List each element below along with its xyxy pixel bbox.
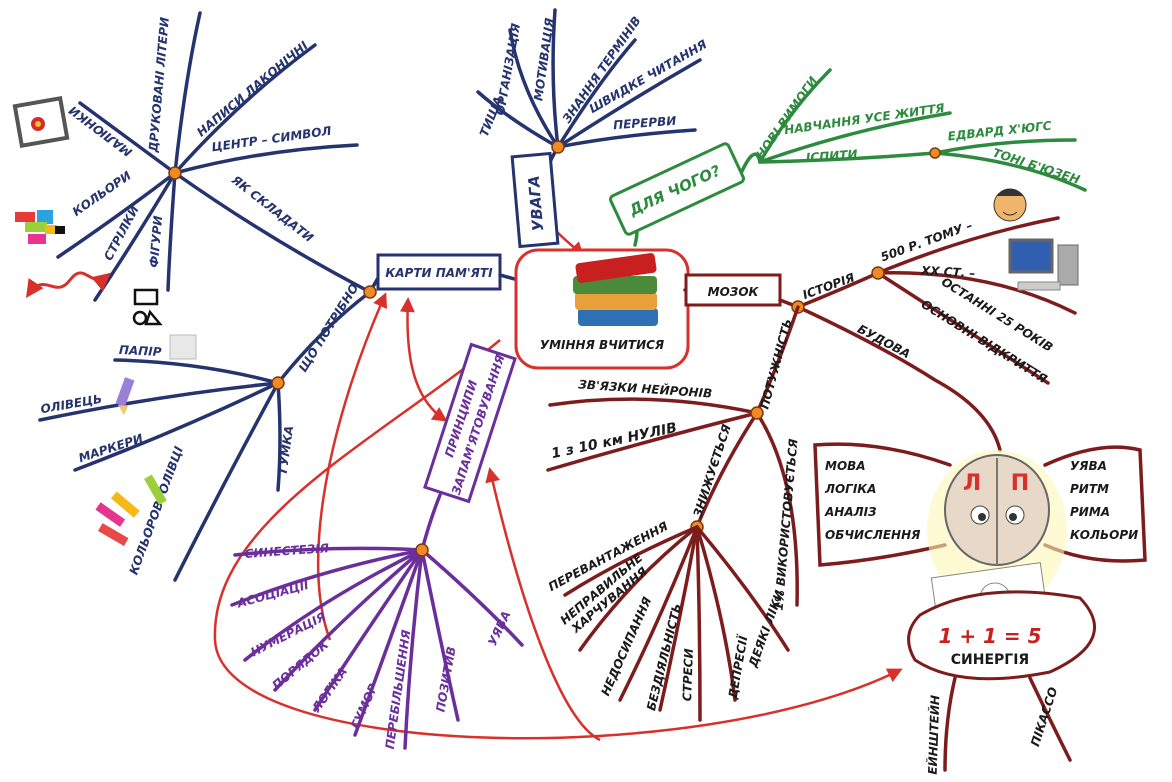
label-imagination-principle: УЯВА — [485, 609, 513, 648]
label-synergy: СИНЕРГІЯ — [951, 652, 1029, 668]
node-attention — [551, 140, 565, 154]
label-formula: 1 + 1 = 5 — [938, 624, 1041, 648]
label-what-needed: ЩО ПОТРІБНО — [296, 281, 362, 374]
label-rhyme: РИМА — [1070, 505, 1110, 519]
label-history: ІСТОРІЯ — [801, 270, 857, 302]
label-paper: ПАПІР — [119, 343, 163, 359]
label-einstein: ЕЙНШТЕЙН — [925, 695, 943, 775]
label-analysis: АНАЛІЗ — [824, 505, 877, 519]
picture-frame-icon — [12, 95, 70, 149]
label-concise: НАПИСИ ЛАКОНІЧНІ — [194, 38, 311, 139]
label-decline: ЗНИЖУЄТЬСЯ — [691, 423, 734, 519]
face-icon — [993, 188, 1027, 222]
node-why — [929, 147, 941, 159]
brain-box[interactable] — [684, 273, 782, 307]
branch-principles: ПРИНЦИПИ ЗАПАМ'ЯТОВУВАННЯ СИНЕСТЕЗІЯ АСО… — [230, 342, 524, 750]
label-new-requirements: НОВІ ВИМОГИ — [753, 74, 820, 162]
label-calculation: ОБЧИСЛЕННЯ — [825, 528, 920, 542]
squiggle-arrow-icon — [25, 271, 111, 298]
arrow-maps-principles — [399, 297, 448, 422]
label-logic: ЛОГІКА — [824, 482, 876, 496]
books-icon — [573, 253, 658, 326]
label-attention: УВАГА — [525, 175, 548, 232]
node-history — [871, 266, 885, 280]
label-how-to-make: ЯК СКЛАДАТИ — [228, 172, 316, 245]
node-need — [271, 376, 285, 390]
node-maps — [363, 285, 377, 299]
label-synesthesia: СИНЕСТЕЗІЯ — [244, 541, 329, 561]
node-principles — [415, 543, 429, 557]
color-pencils-icon — [95, 474, 167, 546]
arrow-principles-synergy — [485, 467, 601, 742]
synergy-node[interactable]: 1 + 1 = 5 СИНЕРГІЯ ЕЙНШТЕЙН ПІКАССО — [907, 590, 1097, 775]
label-drawings: МАЛЮНКИ — [66, 103, 134, 159]
label-breaks: ПЕРЕРВИ — [613, 114, 677, 132]
label-structure: БУДОВА — [855, 322, 913, 361]
label-exams: ІСПИТИ — [805, 147, 857, 165]
principles-box[interactable] — [423, 342, 517, 504]
attention-box[interactable] — [510, 151, 560, 249]
label-memory-maps: КАРТИ ПАМ'ЯТІ — [385, 266, 493, 280]
label-associations: АСОЦІАЦІЇ — [235, 577, 312, 611]
label-picasso: ПІКАССО — [1028, 685, 1060, 748]
label-central: УМІННЯ ВЧИТИСЯ — [540, 338, 664, 352]
label-buzan: ТОНІ Б'ЮЗЕН — [991, 146, 1082, 187]
label-humor: ГУМОР — [348, 681, 380, 731]
label-imagination: УЯВА — [1070, 459, 1107, 473]
computer-icon — [1008, 238, 1079, 291]
label-stress: СТРЕСИ — [680, 648, 696, 701]
node-how — [168, 166, 182, 180]
label-colors-right: КОЛЬОРИ — [1070, 528, 1138, 542]
node-power — [750, 406, 764, 420]
shapes-icon — [132, 288, 163, 326]
label-figures: ФІГУРИ — [147, 215, 165, 268]
label-left-hemisphere: Л — [963, 471, 981, 496]
label-20th-century: XX СТ. – — [920, 264, 976, 281]
paper-icon — [169, 334, 197, 360]
maps-box[interactable] — [376, 253, 502, 291]
label-power: ПОТУЖНІСТЬ — [757, 317, 795, 410]
arrow-center-to-synergy — [213, 339, 903, 740]
label-drugs: ДЕЯКІ ЛІКИ — [745, 588, 786, 670]
label-zeros: 1 з 10 км НУЛІВ — [550, 420, 678, 462]
label-neuron-links: ЗВ'ЯЗКИ НЕЙРОНІВ — [578, 376, 713, 400]
color-patches-icon — [15, 210, 65, 244]
branch-how-to-make: МАЛЮНКИ ДРУКОВАНІ ЛІТЕРИ НАПИСИ ЛАКОНІЧН… — [12, 11, 372, 326]
label-rhythm: РИТМ — [1070, 482, 1109, 496]
why-box[interactable] — [609, 142, 745, 236]
label-logic-principle: ЛОГІКА — [309, 665, 351, 716]
label-print-letters: ДРУКОВАНІ ЛІТЕРИ — [146, 17, 172, 154]
label-eraser: ГУМКА — [276, 425, 297, 474]
central-topic[interactable]: УМІННЯ ВЧИТИСЯ — [514, 248, 690, 370]
label-right-hemisphere: П — [1011, 471, 1029, 496]
pencil-icon — [115, 377, 135, 415]
label-language: МОВА — [825, 459, 866, 473]
label-brain: МОЗОК — [708, 285, 760, 299]
